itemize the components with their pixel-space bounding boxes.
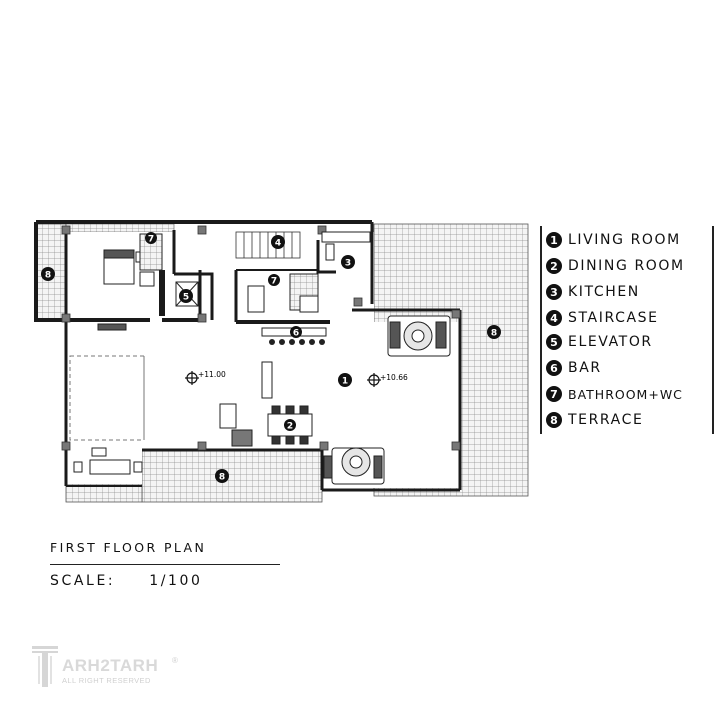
svg-text:7: 7 <box>271 277 277 287</box>
room-marker-living: 1 <box>338 373 352 387</box>
legend-item: 5 ELEVATOR <box>546 330 653 354</box>
svg-text:2: 2 <box>287 422 293 432</box>
level-marker-upper: +11.00 <box>185 370 226 385</box>
room-legend: 1 LIVING ROOM 2 DINING ROOM 3 KITCHEN 4 … <box>540 226 714 434</box>
scale-label: SCALE: <box>50 573 116 589</box>
legend-label: BAR <box>568 360 602 376</box>
svg-text:8: 8 <box>491 329 497 339</box>
legend-item: 4 STAIRCASE <box>546 306 659 330</box>
walls <box>34 220 462 492</box>
legend-label: LIVING ROOM <box>568 232 681 248</box>
legend-number: 5 <box>546 334 562 350</box>
logo-mark-icon <box>32 646 58 687</box>
legend-label: BATHROOM+WC <box>568 386 683 402</box>
room-marker-terrace-right: 8 <box>487 325 501 339</box>
logo-name: ARH2TARH <box>62 656 159 675</box>
bedroom-furniture <box>103 233 199 307</box>
columns <box>61 225 461 451</box>
legend-item: 3 KITCHEN <box>546 280 640 304</box>
svg-text:6: 6 <box>293 329 299 339</box>
level-marker-lower: +10.66 <box>367 373 408 387</box>
level-label-lower: +10.66 <box>380 373 408 382</box>
legend-number: 8 <box>546 412 562 428</box>
legend-number: 4 <box>546 310 562 326</box>
legend-label: DINING ROOM <box>568 258 685 274</box>
legend-label: TERRACE <box>568 412 644 428</box>
svg-text:8: 8 <box>45 271 51 281</box>
room-marker-kitchen: 3 <box>341 255 355 269</box>
svg-text:1: 1 <box>342 377 348 387</box>
room-marker-bar: 6 <box>290 326 302 339</box>
room-marker-bath-1: 7 <box>145 232 157 245</box>
level-label-upper: +11.00 <box>198 370 226 379</box>
title-divider <box>50 564 280 565</box>
room-marker-terrace-bottom: 8 <box>215 469 229 483</box>
legend-number: 2 <box>546 258 562 274</box>
room-marker-terrace-left: 8 <box>41 267 55 281</box>
svg-text:8: 8 <box>219 473 225 483</box>
room-marker-dining: 2 <box>284 419 296 432</box>
plan-title: FIRST FLOOR PLAN <box>50 540 207 555</box>
registered-mark: ® <box>172 656 178 665</box>
svg-text:3: 3 <box>345 259 351 269</box>
watermark-logo: ARH2TARH ALL RIGHT RESERVED <box>30 642 190 690</box>
legend-number: 1 <box>546 232 562 248</box>
legend-item: 8 TERRACE <box>546 408 643 432</box>
legend-number: 3 <box>546 284 562 300</box>
legend-label: STAIRCASE <box>568 310 659 326</box>
terrace-bottom <box>141 449 323 503</box>
title-block: FIRST FLOOR PLAN SCALE: 1/100 <box>50 540 282 589</box>
legend-item: 6 BAR <box>546 356 602 380</box>
legend-item: 7 BATHROOM+WC <box>546 382 683 406</box>
lounge-set-upper <box>387 315 451 357</box>
room-marker-bath-2: 7 <box>268 274 280 287</box>
legend-label: ELEVATOR <box>568 334 653 350</box>
legend-label: KITCHEN <box>568 284 640 300</box>
kitchen-counter <box>247 231 371 313</box>
terrace-upper-strip <box>65 223 175 233</box>
legend-item: 1 LIVING ROOM <box>546 228 681 252</box>
scale-row: SCALE: 1/100 <box>50 573 282 589</box>
room-markers: 1 2 3 4 5 6 7 7 8 8 8 <box>41 232 501 483</box>
staircase-treads <box>235 231 301 259</box>
lounge-set-lower <box>323 447 385 485</box>
legend-number: 6 <box>546 360 562 376</box>
room-marker-elevator: 5 <box>179 289 193 303</box>
legend-number: 7 <box>546 386 562 402</box>
svg-text:7: 7 <box>148 235 154 245</box>
legend-item: 2 DINING ROOM <box>546 254 685 278</box>
svg-text:5: 5 <box>183 293 189 303</box>
logo-rights: ALL RIGHT RESERVED <box>62 676 151 685</box>
scale-value: 1/100 <box>149 573 203 589</box>
svg-text:4: 4 <box>275 239 281 249</box>
room-marker-staircase: 4 <box>271 235 285 249</box>
misc-furniture <box>73 323 273 475</box>
